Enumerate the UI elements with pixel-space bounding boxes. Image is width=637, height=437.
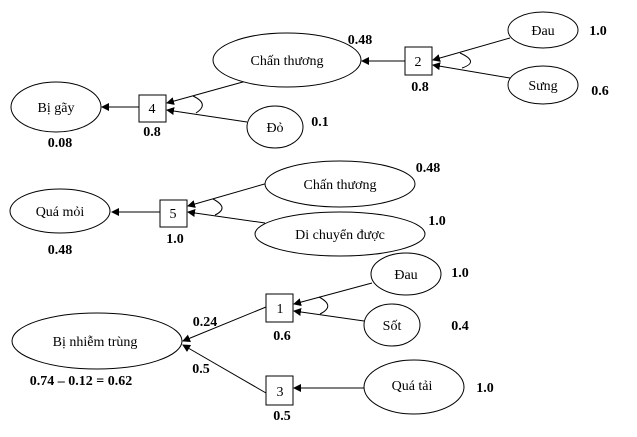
node-value: 0.48 bbox=[416, 161, 441, 176]
rule-cf: 1.0 bbox=[166, 232, 184, 247]
node-label: Sốt bbox=[383, 319, 402, 334]
rule-id: 1 bbox=[277, 302, 284, 317]
node-label: Quá tải bbox=[392, 379, 433, 394]
goal-label: Bị nhiễm trùng bbox=[53, 335, 138, 350]
goal-bi-gay bbox=[10, 81, 102, 133]
edge-do-rule4 bbox=[166, 107, 248, 123]
node-label: Di chuyển được bbox=[295, 228, 385, 243]
rule-cf: 0.8 bbox=[143, 125, 161, 140]
edge-dau-rule2 bbox=[432, 37, 511, 62]
node-value: 1.0 bbox=[589, 24, 607, 39]
and-arc-rule2 bbox=[459, 52, 471, 69]
node-value: 1.0 bbox=[428, 214, 446, 229]
edge-sung-rule2 bbox=[432, 62, 511, 79]
edge-rule1-nhiem-trung bbox=[182, 306, 267, 343]
node-value: 1.0 bbox=[451, 266, 469, 281]
rule-box-3 bbox=[265, 375, 294, 406]
node-dau bbox=[507, 11, 579, 49]
rule-box-1 bbox=[265, 293, 294, 323]
node-do bbox=[246, 105, 304, 149]
edge-sot-rule1 bbox=[293, 308, 365, 322]
rule-id: 3 bbox=[277, 385, 284, 400]
rule-cf: 0.6 bbox=[273, 329, 291, 344]
rule1-result: 0.24 bbox=[193, 315, 218, 330]
node-qua-tai bbox=[363, 359, 465, 415]
node-value: 1.0 bbox=[476, 381, 494, 396]
edge-rule3-nhiem-trung bbox=[182, 344, 267, 394]
diagram-1: Chấn thương 0.48 2 0.8 Đau 1.0 Sưng 0.6 … bbox=[10, 11, 609, 151]
edge-chan-thuong-rule4 bbox=[166, 79, 251, 105]
goal-value: 0.74 – 0.12 = 0.62 bbox=[30, 374, 132, 389]
rule3-result: 0.5 bbox=[192, 362, 210, 377]
rule-cf: 0.5 bbox=[273, 409, 291, 424]
and-arc-rule1 bbox=[318, 296, 329, 315]
rule-box-2 bbox=[404, 46, 433, 76]
node-label: Chấn thương bbox=[304, 178, 377, 193]
goal-bi-nhiem-trung bbox=[11, 312, 183, 370]
node-label: Đỏ bbox=[266, 121, 283, 136]
and-arc-rule5 bbox=[212, 198, 223, 216]
node-label: Đau bbox=[394, 268, 417, 283]
rule-cf: 0.8 bbox=[411, 80, 429, 95]
node-di-chuyen-duoc bbox=[254, 211, 426, 257]
node-value: 0.48 bbox=[348, 33, 373, 48]
goal-qua-moi bbox=[9, 188, 111, 234]
edge-chan-thuong-rule5 bbox=[187, 182, 269, 208]
goal-label: Quá mỏi bbox=[36, 205, 85, 220]
node-label: Sưng bbox=[528, 79, 557, 94]
rule-box-4 bbox=[138, 94, 167, 123]
node-value: 0.6 bbox=[591, 84, 609, 99]
node-sung bbox=[507, 65, 579, 105]
node-chan-thuong bbox=[212, 32, 362, 88]
rule-id: 5 bbox=[170, 207, 177, 222]
node-label: Đau bbox=[531, 24, 554, 39]
node-value: 0.1 bbox=[311, 115, 329, 130]
edge-di-chuyen-rule5 bbox=[187, 209, 266, 224]
node-sot bbox=[363, 303, 421, 347]
goal-label: Bị gãy bbox=[38, 101, 75, 116]
edge-dau-rule1 bbox=[293, 282, 373, 307]
goal-value: 0.08 bbox=[48, 136, 73, 151]
node-value: 0.4 bbox=[451, 319, 469, 334]
rule-id: 2 bbox=[415, 55, 422, 70]
node-label: Chấn thương bbox=[251, 54, 324, 69]
goal-value: 0.48 bbox=[48, 243, 73, 258]
rule-id: 4 bbox=[149, 102, 156, 117]
node-chan-thuong bbox=[264, 160, 416, 208]
and-arc-rule4 bbox=[192, 95, 203, 114]
diagram-2: Quá mỏi 0.48 5 1.0 Chấn thương 0.48 Di c… bbox=[9, 160, 446, 258]
rule-box-5 bbox=[159, 199, 188, 228]
node-dau bbox=[370, 252, 442, 296]
diagram-3: Bị nhiễm trùng 0.74 – 0.12 = 0.62 0.24 0… bbox=[11, 252, 494, 424]
